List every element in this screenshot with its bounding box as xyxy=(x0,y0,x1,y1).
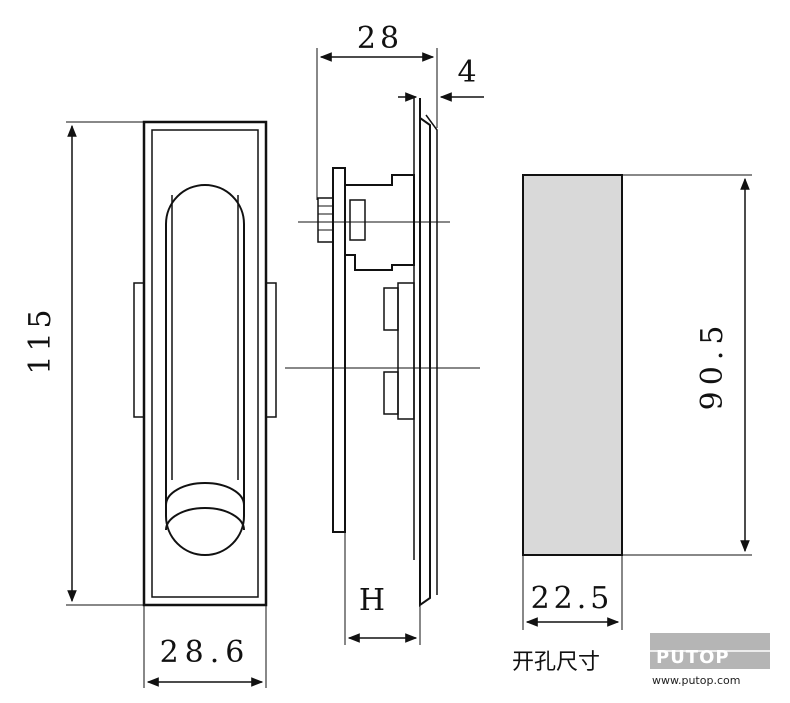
dim-22-5-label: 22.5 xyxy=(531,581,614,616)
front-outer-frame xyxy=(142,120,268,607)
front-left-tab xyxy=(133,282,145,418)
side-spring xyxy=(317,197,334,243)
dim-h-label: H xyxy=(359,583,385,618)
cutout-caption: 开孔尺寸 xyxy=(512,650,600,675)
side-rear-plate xyxy=(332,167,346,533)
handle-grip-arc-2 xyxy=(165,507,245,531)
handle-inner-lines xyxy=(171,195,239,480)
front-right-tab xyxy=(265,282,277,418)
handle-grip-arc-1 xyxy=(165,482,245,506)
logo-url: www.putop.com xyxy=(652,674,740,687)
dim-28-6-label: 28.6 xyxy=(160,635,251,670)
dim-90-5-label: 90.5 xyxy=(695,320,730,411)
side-view: 28 4 H xyxy=(285,21,484,645)
side-front-plate xyxy=(419,98,431,607)
side-lock-cylinder xyxy=(349,199,366,241)
dim-28-label: 28 xyxy=(357,21,403,56)
logo-brand: PUTOP xyxy=(656,647,730,668)
dim-4-label: 4 xyxy=(457,55,476,90)
cutout-view: 90.5 22.5 开孔尺寸 xyxy=(512,174,752,675)
side-screw-boss-1 xyxy=(383,287,399,331)
putop-logo: PUTOP www.putop.com xyxy=(650,633,770,687)
dim-115-label: 115 xyxy=(23,305,58,374)
handle-slot-outer xyxy=(165,184,245,556)
front-inner-frame xyxy=(151,129,259,598)
side-screw-boss-2 xyxy=(383,371,399,415)
side-lock-block xyxy=(344,174,415,271)
front-view: 115 28.6 xyxy=(23,120,277,688)
cutout-area xyxy=(522,174,623,556)
side-front-plate-lip xyxy=(425,114,438,595)
side-boss-carrier xyxy=(397,282,415,420)
